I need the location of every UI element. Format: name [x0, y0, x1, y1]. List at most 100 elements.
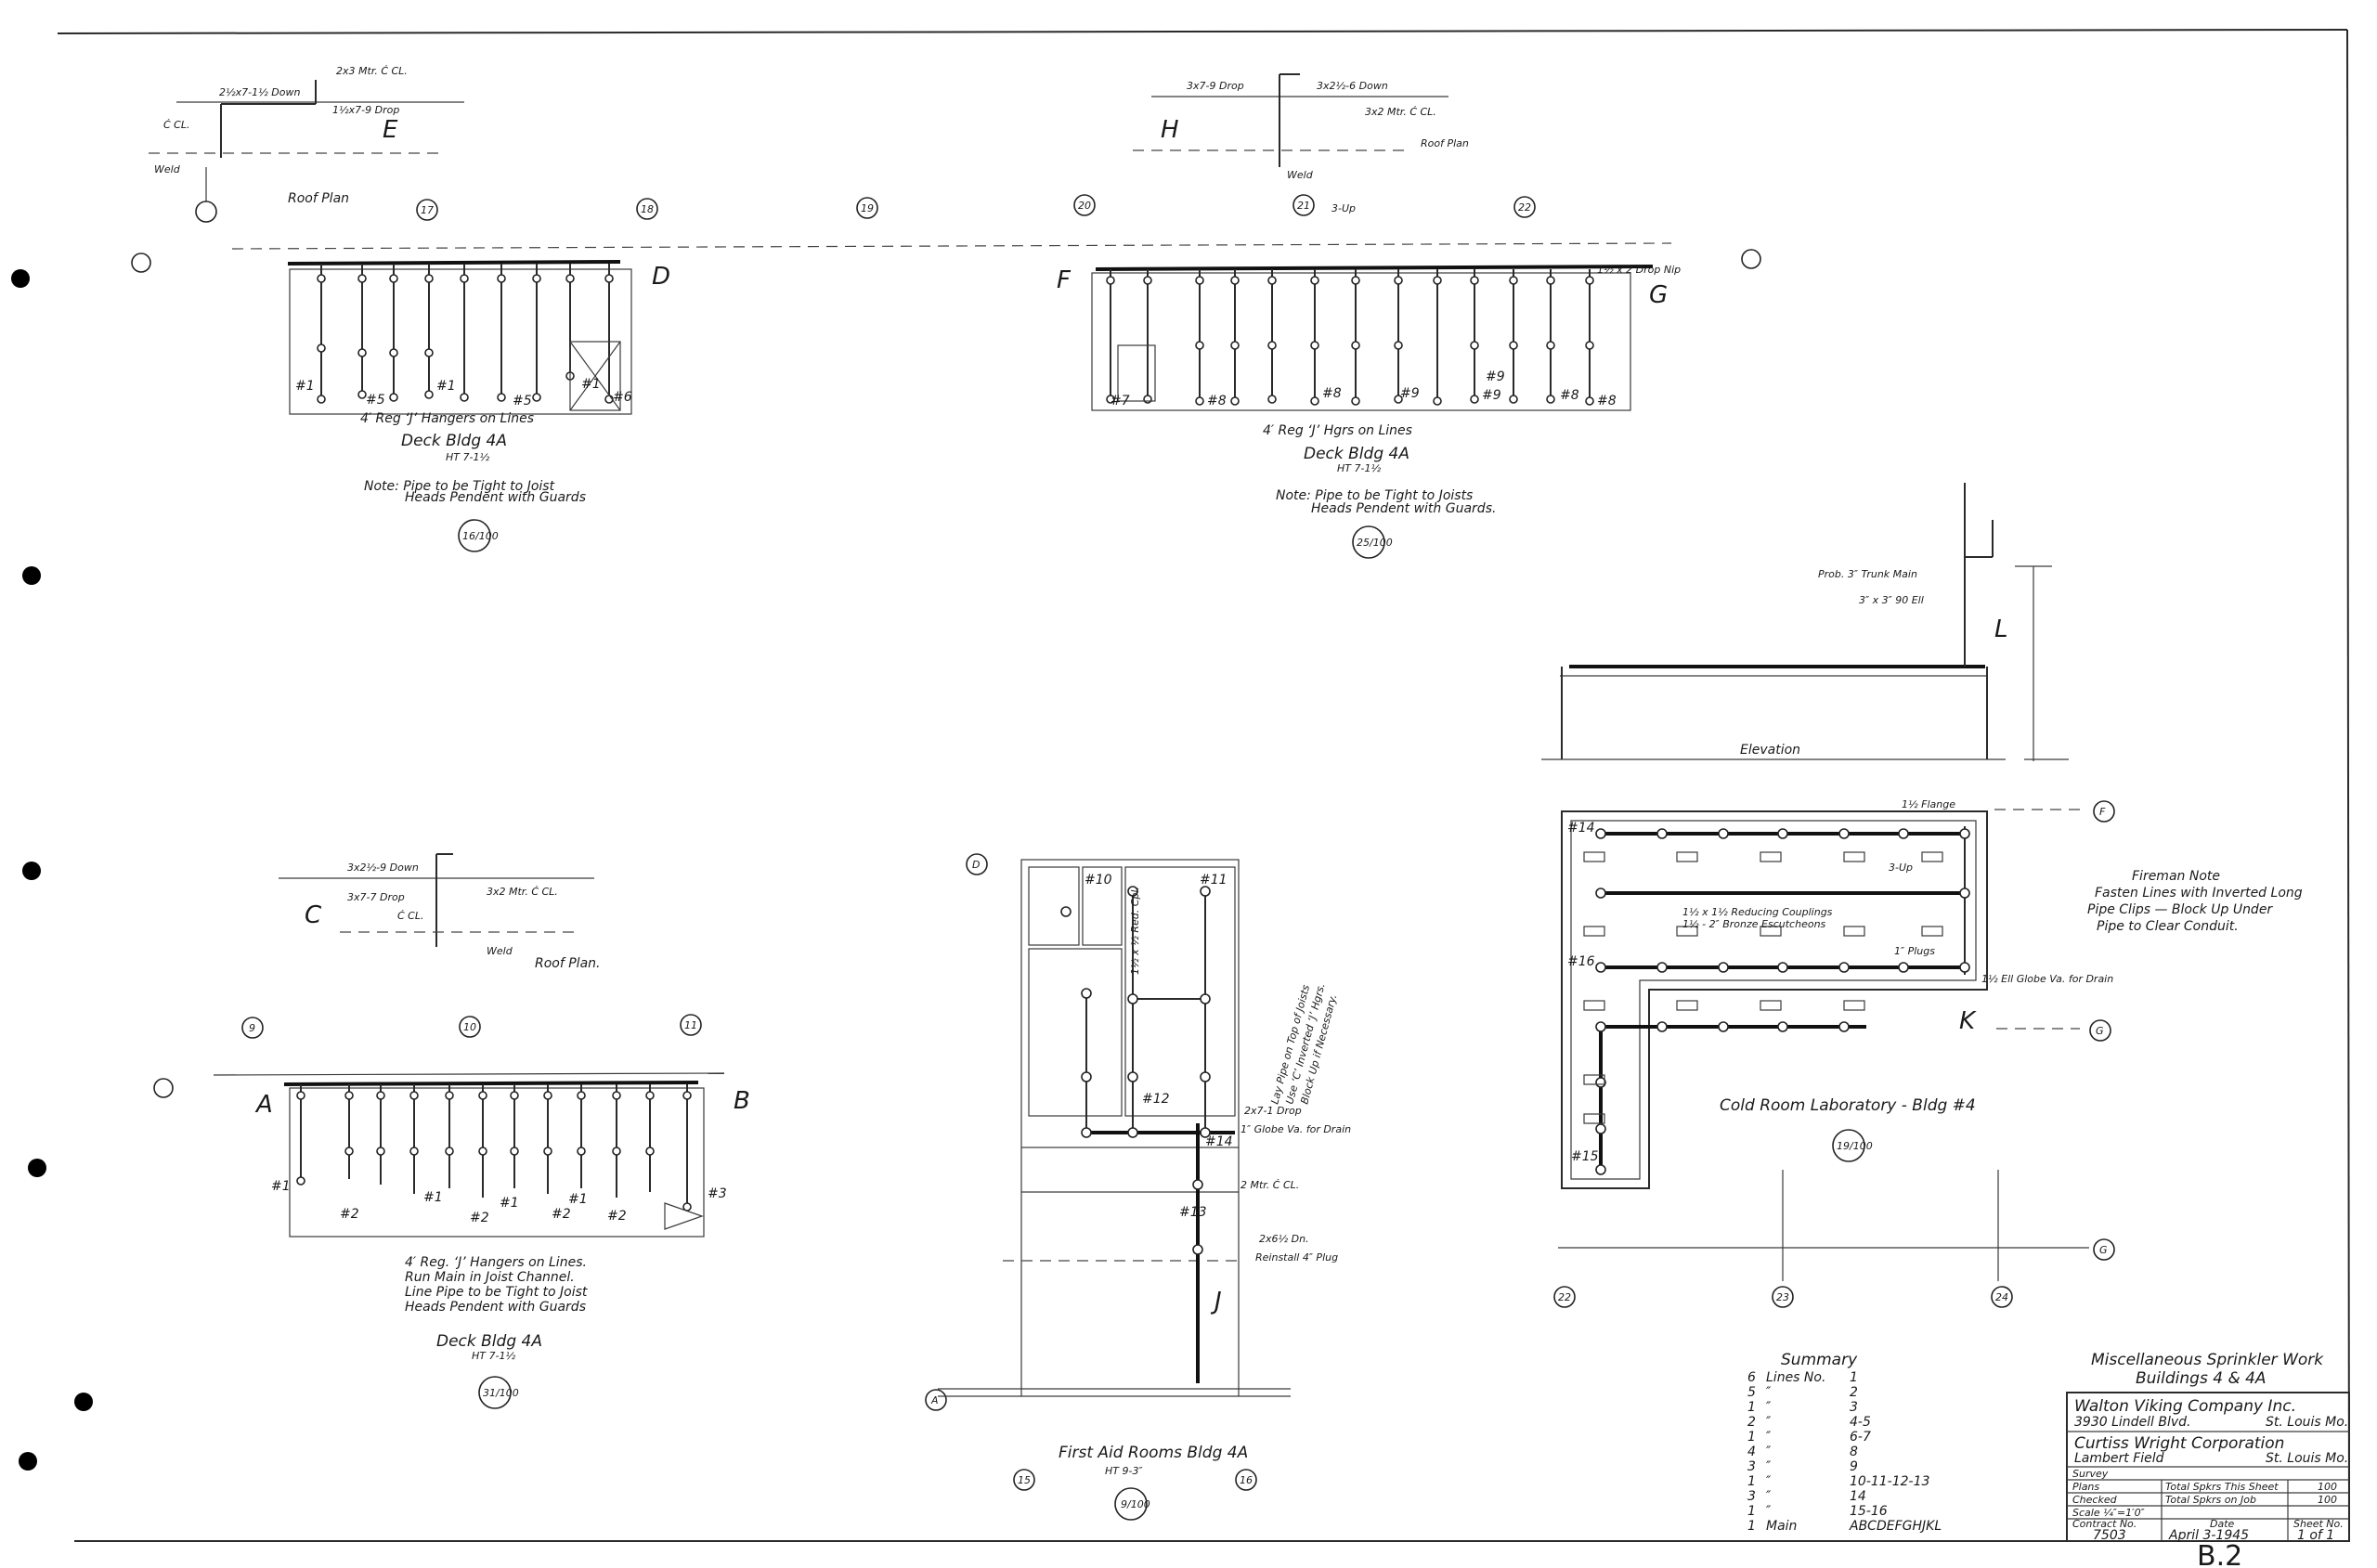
fireman-note-line-2: Pipe Clips — Block Up Under — [2087, 902, 2273, 917]
summary-row-8-what: ″ — [1766, 1489, 1772, 1504]
sprinkler-tag-8d: #8 — [1597, 394, 1617, 408]
summary-row-1-qty: 5 — [1747, 1385, 1756, 1400]
summary-row-0-nums: 1 — [1850, 1370, 1858, 1385]
callout-e-1: 2x3 Mtr. Ć CL. — [336, 65, 408, 77]
col-mark-20 — [1073, 194, 1096, 216]
summary-row-2-nums: 3 — [1850, 1400, 1858, 1415]
end-label-b: B — [734, 1087, 750, 1115]
svg-text:9: 9 — [249, 1022, 255, 1034]
summary-row-6-what: ″ — [1766, 1459, 1772, 1474]
first-aid-sprinkler-12: #12 — [1142, 1092, 1170, 1107]
ref-bubble-e — [458, 519, 491, 552]
summary-row-8-qty: 3 — [1747, 1489, 1756, 1504]
summary-row-10-qty: 1 — [1747, 1519, 1756, 1534]
deck-title-f: Deck Bldg 4A — [1304, 445, 1409, 463]
summary-row-10-what: Main — [1766, 1519, 1797, 1534]
sprinkler-tag-8a: #8 — [1207, 394, 1227, 408]
deck-f-branch-lines — [1106, 269, 1594, 406]
cold-room-callout-0: 1½ x 1½ Reducing Couplings — [1682, 906, 1833, 918]
fireman-note-line-1: Fasten Lines with Inverted Long — [2095, 886, 2303, 901]
col-mark-19 — [856, 197, 878, 219]
client-name: Curtiss Wright Corporation — [2074, 1434, 2284, 1453]
row-mark-d — [966, 853, 988, 875]
col-mark-15 — [1013, 1469, 1035, 1491]
first-aid-sprinkler-11: #11 — [1200, 873, 1227, 888]
callout-f-1: 3x2½-6 Down — [1317, 80, 1388, 92]
contract-number: 7503 — [2093, 1528, 2126, 1543]
svg-text:11: 11 — [684, 1019, 697, 1031]
deck-f-plan: H Roof Plan 3x7-9 Drop 3x2½-6 Down 3x2 M… — [1057, 73, 1761, 559]
deck-c-note-3: Line Pipe to be Tight to Joist — [405, 1285, 588, 1300]
cold-room-plan: K #14 #16 #15 1½ x 1½ Reducing Couplings… — [1553, 798, 2115, 1308]
date-label: Date — [2210, 1518, 2235, 1530]
site-name: Lambert Field — [2074, 1451, 2164, 1466]
sprinkler-tag-c7: #1 — [568, 1192, 588, 1207]
summary-row-4-nums: 6-7 — [1850, 1430, 1871, 1445]
callout-f-0: 3x7-9 Drop — [1187, 80, 1244, 92]
row-mark-f — [2093, 800, 2115, 823]
sprinkler-tag-7: #7 — [1111, 394, 1130, 408]
drawing-number: B.2 — [2197, 1540, 2242, 1568]
summary-row-6-qty: 3 — [1747, 1459, 1756, 1474]
survey-label: Survey — [2072, 1468, 2109, 1480]
start-label-f: F — [1057, 266, 1072, 294]
roof-plan-label-c: Roof Plan. — [535, 956, 600, 971]
summary-row-3-qty: 2 — [1747, 1415, 1756, 1430]
callout-e-4: Weld — [154, 163, 181, 175]
detail-label-k: K — [1959, 1007, 1977, 1035]
summary-row-0-what: Lines No. — [1766, 1370, 1825, 1385]
first-aid-sprinkler-14: #14 — [1205, 1134, 1233, 1149]
deck-c-note-2: Run Main in Joist Channel. — [405, 1270, 575, 1285]
deck-e-plan: E Roof Plan 2½x7-1½ Down 2x3 Mtr. Ć CL. … — [131, 65, 1672, 552]
summary-row-5-qty: 4 — [1747, 1445, 1756, 1459]
checked-label: Checked — [2072, 1494, 2118, 1506]
sprinkler-tag-c6: #2 — [552, 1207, 571, 1222]
first-aid-callout-2: 2 Mtr. Ć CL. — [1240, 1179, 1299, 1191]
company-name: Walton Viking Company Inc. — [2074, 1397, 2296, 1416]
sprinkler-tag-c2: #2 — [340, 1207, 359, 1222]
deck-title-c: Deck Bldg 4A — [436, 1332, 542, 1351]
deck-height-f: HT 7-1½ — [1337, 462, 1381, 474]
end-label-g: G — [1649, 281, 1668, 309]
sprinkler-tag-5: #1 — [581, 377, 601, 392]
summary-row-5-what: ″ — [1766, 1445, 1772, 1459]
summary-row-7-qty: 1 — [1747, 1474, 1756, 1489]
summary-row-6-nums: 9 — [1850, 1459, 1858, 1474]
col-mark-17 — [416, 199, 438, 221]
svg-text:20: 20 — [1078, 200, 1091, 212]
callout-f-4: 3-Up — [1331, 202, 1356, 214]
roof-plan-c: C Roof Plan. 3x2½-9 Down 3x7-7 Drop 3x2 … — [279, 853, 600, 971]
summary-row-7-nums: 10-11-12-13 — [1850, 1474, 1929, 1489]
ref-bubble-cold-room — [1832, 1129, 1865, 1162]
summary-row-1-nums: 2 — [1850, 1385, 1858, 1400]
svg-text:19/100: 19/100 — [1837, 1140, 1873, 1152]
cold-room-callout-1: 1½ - 2″ Bronze Escutcheons — [1682, 918, 1826, 930]
col-mark-22 — [1513, 196, 1536, 218]
roof-plan-h: H Roof Plan 3x7-9 Drop 3x2½-6 Down 3x2 M… — [1133, 73, 1469, 214]
svg-text:16/100: 16/100 — [462, 530, 499, 542]
summary-title: Summary — [1781, 1351, 1858, 1369]
first-aid-sprinkler-13: #13 — [1179, 1205, 1207, 1220]
title-block: Miscellaneous Sprinkler Work Buildings 4… — [2066, 1351, 2350, 1568]
end-label-d: D — [652, 263, 670, 291]
svg-text:16: 16 — [1240, 1474, 1253, 1486]
deck-note-f-2: Heads Pendent with Guards. — [1311, 501, 1496, 516]
svg-text:21: 21 — [1297, 200, 1310, 212]
sprinkler-tag-c1: #1 — [271, 1179, 291, 1194]
sheet-label: Sheet No. — [2293, 1518, 2344, 1530]
svg-text:15: 15 — [1018, 1474, 1031, 1486]
sprinkler-tag-c5: #1 — [500, 1196, 519, 1211]
roof-plan-label-e: Roof Plan — [288, 191, 349, 206]
elevation-callout-1: 3″ x 3″ 90 Ell — [1859, 594, 1924, 606]
svg-text:23: 23 — [1776, 1291, 1789, 1303]
cold-room-callout-4: 1½ Ell Globe Va. for Drain — [1981, 973, 2113, 985]
svg-text:18: 18 — [641, 203, 654, 215]
sprinkler-tag-4: #5 — [513, 394, 532, 408]
callout-c-2: 3x2 Mtr. Ć CL. — [487, 886, 558, 898]
summary-row-2-what: ″ — [1766, 1400, 1772, 1415]
callout-c-3: Ć CL. — [397, 910, 423, 922]
fireman-note: Fireman Note Fasten Lines with Inverted … — [2087, 869, 2303, 934]
svg-text:22: 22 — [1558, 1291, 1571, 1303]
